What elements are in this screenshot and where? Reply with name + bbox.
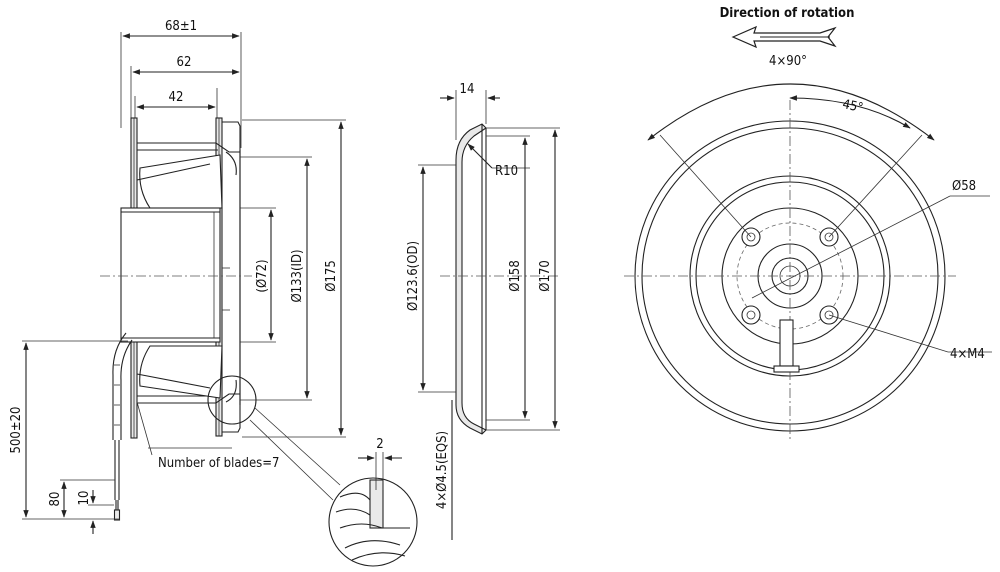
dim-cable-10-label: 10: [77, 491, 92, 506]
dim-length-62: 62: [132, 55, 240, 75]
diameter-58-label: Ø58: [952, 179, 976, 194]
detail-width-label: 2: [376, 437, 383, 452]
angle-45-label: 45°: [841, 97, 864, 116]
dim-ring-width: 14: [440, 82, 500, 101]
inlet-ring-view: 14 R10 Ø123.6(OD) Ø158 Ø170 4: [406, 82, 560, 540]
dim-outer-diameter: Ø175: [324, 121, 344, 436]
dim-inner-diameter: Ø133(ID): [290, 158, 310, 399]
dim-ring-170-label: Ø170: [538, 260, 553, 292]
dim-radius-label: R10: [495, 164, 518, 179]
dim-overall-length-label: 68±1: [165, 19, 197, 34]
dim-outer-diameter-label: Ø175: [324, 260, 339, 292]
dim-cable-80: 80: [48, 481, 67, 518]
detail-view: 2: [328, 437, 418, 567]
cable-outlet: [779, 319, 794, 367]
motor-hub: [120, 207, 221, 343]
dim-ring-width-label: 14: [460, 82, 475, 97]
dim-ring-od-label: Ø123.6(OD): [406, 241, 421, 311]
blades-note: Number of blades=7: [158, 456, 279, 471]
side-view: 68±1 62 42: [9, 19, 418, 567]
dim-radius: R10: [467, 143, 530, 179]
dim-hub-diameter-label: (Ø72): [255, 259, 270, 292]
dim-ring-158: Ø158: [508, 137, 528, 419]
dim-ring-158-label: Ø158: [508, 260, 523, 292]
dim-hub-diameter: (Ø72): [255, 209, 274, 341]
dim-overall-length: 68±1: [122, 19, 240, 39]
front-view: Direction of rotation 4×: [624, 6, 992, 440]
dim-ring-holes: 4×Ø4.5(EQS): [435, 400, 453, 540]
dim-length-62-label: 62: [177, 55, 192, 70]
dim-ring-holes-label: 4×Ø4.5(EQS): [435, 431, 450, 509]
dim-cable-80-label: 80: [48, 492, 63, 507]
detail-marker: [207, 375, 257, 425]
rotation-label: Direction of rotation: [720, 6, 855, 21]
dim-cable-length-label: 500±20: [9, 407, 24, 454]
angle-4x90-label: 4×90°: [769, 54, 807, 69]
threads-label: 4×M4: [950, 347, 985, 362]
dim-length-42: 42: [136, 90, 216, 110]
inlet-ring-profile: [455, 123, 487, 435]
dim-ring-od: Ø123.6(OD): [406, 166, 426, 391]
dim-length-42-label: 42: [169, 90, 184, 105]
rotation-arrow-icon: [731, 25, 837, 49]
dim-cable-length: 500±20: [9, 342, 29, 518]
dim-cable-10: 10: [77, 490, 96, 534]
dim-inner-diameter-label: Ø133(ID): [290, 249, 305, 302]
dim-ring-170: Ø170: [538, 129, 558, 429]
